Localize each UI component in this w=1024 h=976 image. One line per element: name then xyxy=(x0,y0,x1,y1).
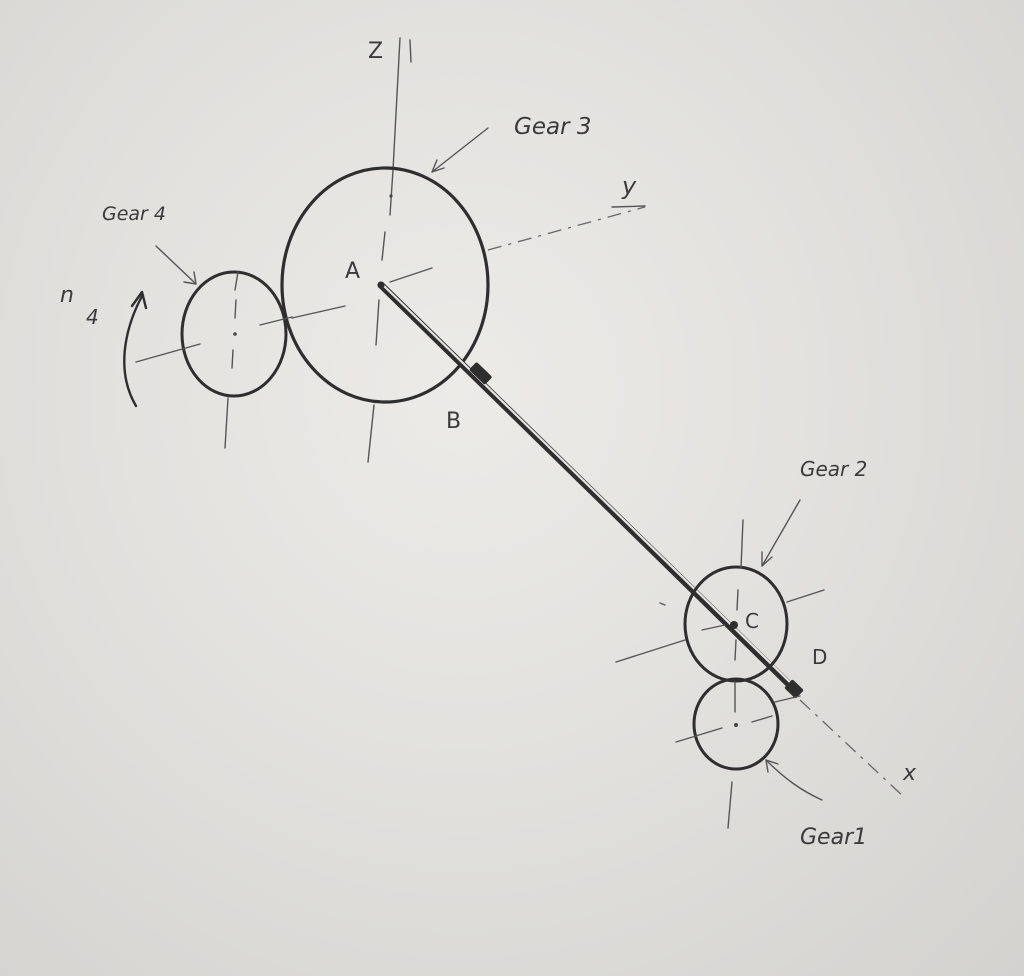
gear-3-centerline-v-top xyxy=(389,169,394,216)
gear-2-centerline-v-top xyxy=(740,519,744,569)
gear-1-connector xyxy=(774,695,801,703)
gear-1-centerline-h-right xyxy=(751,715,773,723)
gear-1-centerline-h-left xyxy=(675,727,723,743)
z-axis-label: Z xyxy=(368,39,383,64)
gear-3-label: Gear 3 xyxy=(514,114,591,140)
gear-4-center xyxy=(233,332,237,336)
gear-3 xyxy=(280,166,490,404)
bearing-d xyxy=(784,679,804,699)
gear-3-tick xyxy=(389,194,393,198)
gear-2-centerline-h-right xyxy=(786,589,825,603)
gear-2-leader xyxy=(761,499,801,567)
gear-1-leader-arrow xyxy=(765,759,779,773)
n4-arrow-head xyxy=(130,290,148,310)
gear-1 xyxy=(692,677,780,771)
n4-symbol: n xyxy=(60,283,74,308)
gear-3-centerline-v-bottom xyxy=(367,404,375,463)
z-axis-line xyxy=(392,37,401,171)
gear-4-centerline-v-mid xyxy=(234,299,237,319)
y-axis-label: y xyxy=(621,172,637,200)
point-c-label: C xyxy=(745,609,759,633)
gear-4 xyxy=(180,270,288,398)
gear-2-centerline-v-low xyxy=(734,639,737,661)
point-a-center xyxy=(377,281,385,289)
arm-shaft-highlight xyxy=(381,283,799,691)
z-axis-mark xyxy=(409,39,412,63)
gear-3-centerline-h-left xyxy=(291,305,346,319)
gear-3-centerline-v-mid xyxy=(381,231,386,261)
gear-2 xyxy=(683,565,789,683)
point-b-label: B xyxy=(446,409,461,434)
x-axis-line xyxy=(799,699,906,799)
point-c-center xyxy=(730,621,738,629)
gear-4-centerline-v-low xyxy=(231,349,234,369)
gear-2-centerline-h-left xyxy=(615,639,686,663)
gear-2-centerline-h-mid xyxy=(701,624,726,631)
gear-4-centerline-h-right xyxy=(259,316,293,326)
point-d-label: D xyxy=(812,645,827,669)
gear-4-leader-arrow xyxy=(183,271,197,285)
point-a-label: A xyxy=(345,259,360,284)
gear-2-label: Gear 2 xyxy=(800,457,867,481)
gear-3-centerline-h xyxy=(389,267,433,283)
x-axis-label: x xyxy=(902,761,917,786)
gear-4-centerline-v-bottom xyxy=(224,397,229,449)
gear-2-leader-arrow xyxy=(761,551,773,567)
gear-1-center xyxy=(734,723,738,727)
gear-1-leader xyxy=(765,759,823,801)
gear-1-centerline-v-bottom xyxy=(727,781,733,829)
gear-4-centerline-v-top xyxy=(234,271,239,291)
gear-3-leader-arrow xyxy=(431,159,445,173)
gear-2-tick xyxy=(659,602,666,606)
gear-4-centerline-h-left xyxy=(135,343,201,363)
n4-rotation-arrow xyxy=(123,294,144,408)
n4-subscript: 4 xyxy=(86,305,99,329)
gear-4-label: Gear 4 xyxy=(102,203,166,225)
gear-1-label: Gear1 xyxy=(800,825,867,850)
gear-3-centerline-v-low xyxy=(375,299,380,346)
gear-4-leader xyxy=(155,245,197,285)
bearing-b xyxy=(469,362,492,385)
y-axis-line xyxy=(487,206,646,251)
gear-2-centerline-v-mid xyxy=(736,589,739,611)
arm-shaft xyxy=(377,281,801,696)
y-axis-underline xyxy=(611,205,646,208)
gear-3-leader xyxy=(431,127,489,173)
